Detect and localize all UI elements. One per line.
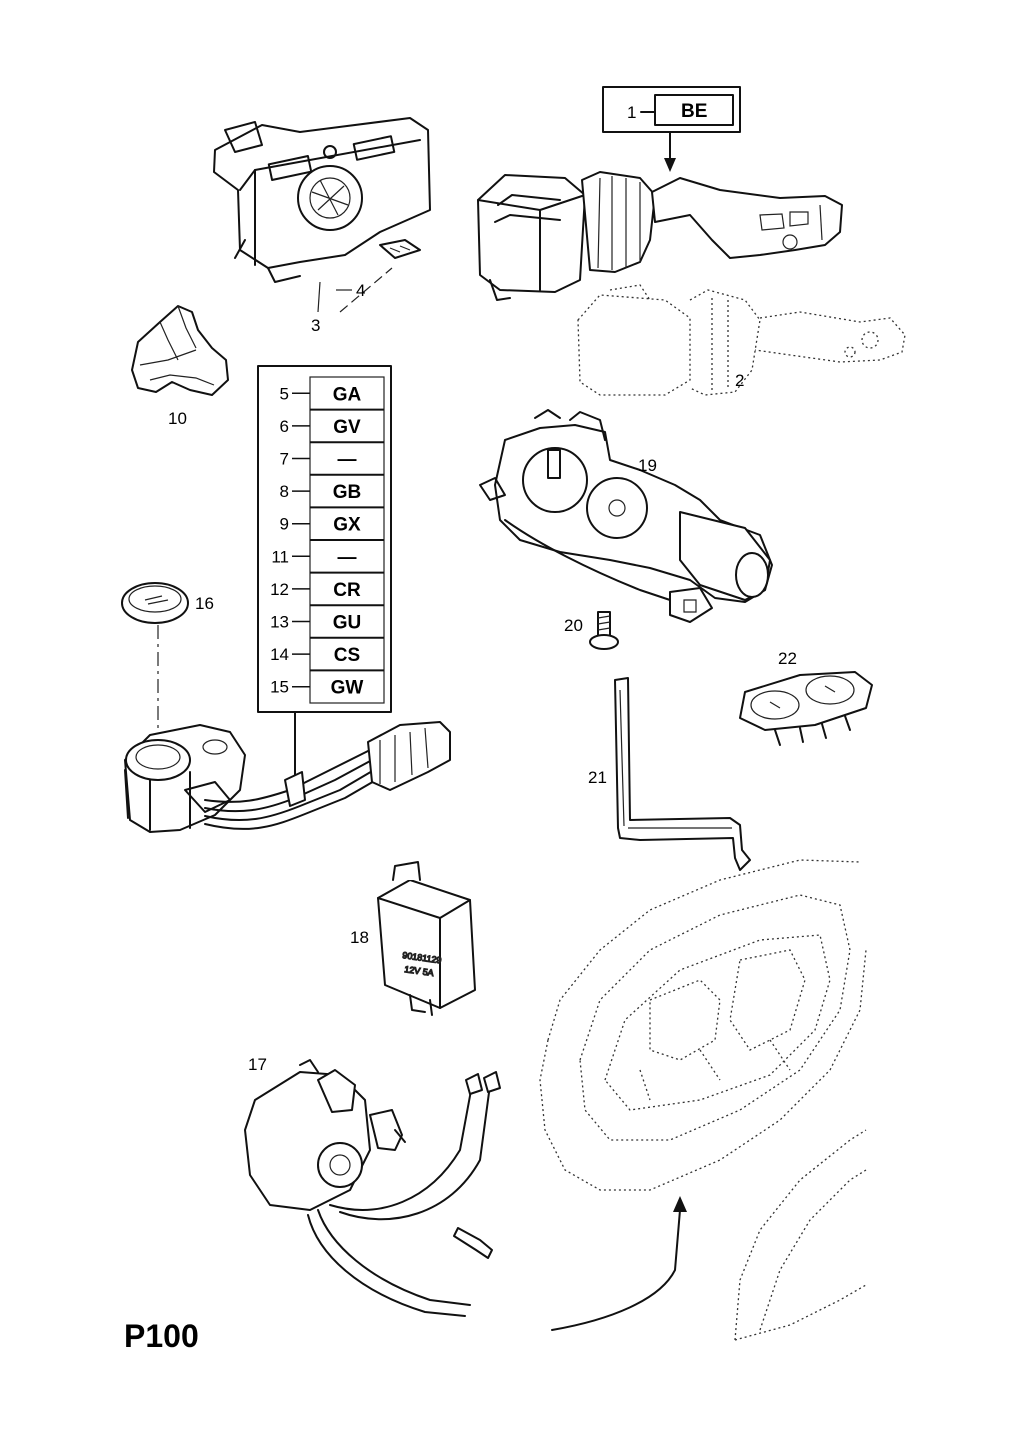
code-row-number: 7 (280, 450, 289, 469)
code-row-code: GV (333, 417, 361, 438)
code-row-code: — (338, 547, 357, 568)
range-switch-illustration (124, 721, 451, 833)
code-row-code: GA (333, 384, 362, 405)
code-row-number: 6 (280, 417, 289, 436)
label-part-22: 22 (778, 649, 797, 668)
code-row-number: 15 (270, 678, 289, 697)
lamp-actuator-illustration (244, 1059, 501, 1317)
code-row-number: 5 (280, 384, 289, 403)
callout-1-code: BE (681, 101, 707, 122)
label-part-21: 21 (588, 768, 607, 787)
stalk-switch-illustration (477, 171, 843, 301)
label-part-17: 17 (248, 1055, 267, 1074)
code-row-code: CS (334, 645, 360, 666)
stalk-switch-alt-illustration (577, 284, 906, 396)
code-table-row: 5 GA (280, 384, 362, 405)
label-part-2: 2 (735, 371, 744, 390)
cap-part-illustration (121, 582, 189, 728)
code-row-code: GW (331, 678, 364, 699)
relay-illustration (377, 861, 476, 1016)
wiper-motor-illustration (479, 409, 773, 623)
page-identifier: P100 (124, 1318, 199, 1354)
code-table-row: 7— (280, 441, 384, 471)
code-table-row: 14 CS (270, 636, 384, 666)
vehicle-door-illustration (539, 859, 867, 1341)
callout-1-number: 1 (627, 103, 636, 122)
code-table-row: 12 CR (270, 571, 384, 601)
label-part-16: 16 (195, 594, 214, 613)
clip-part-illustration (131, 305, 229, 396)
callout-box-1 (602, 86, 741, 172)
code-row-number: 11 (271, 547, 289, 566)
label-part-10: 10 (168, 409, 187, 428)
label-part-18: 18 (350, 928, 369, 947)
label-part-20: 20 (564, 616, 583, 635)
code-table-row: 13 GU (270, 604, 384, 634)
code-row-code: CR (333, 580, 361, 601)
label-part-19: 19 (638, 456, 657, 475)
allen-key-illustration (614, 677, 751, 871)
code-table-row: 6 GV (280, 408, 384, 438)
code-row-number: 8 (280, 482, 289, 501)
code-table-row: 11 — (271, 539, 384, 568)
code-row-code: GX (333, 515, 361, 536)
code-row-code: GU (333, 613, 362, 634)
code-row-code: — (338, 450, 357, 471)
label-part-4: 4 (356, 281, 365, 300)
code-row-code: GB (333, 482, 362, 503)
code-table-row: 8 GB (280, 473, 384, 503)
code-row-number: 12 (270, 580, 289, 599)
code-table-row: 9 GX (280, 506, 384, 536)
relay-rating: 12V 5A (404, 964, 435, 978)
switch-housing-illustration (213, 117, 431, 313)
switch-panel-illustration (739, 671, 873, 746)
code-row-number: 14 (270, 645, 289, 664)
screw-part-illustration (589, 611, 619, 650)
label-part-3: 3 (311, 316, 320, 335)
code-row-number: 9 (280, 515, 289, 534)
code-row-number: 13 (270, 613, 289, 632)
code-table-row: 15 GW (270, 669, 384, 699)
